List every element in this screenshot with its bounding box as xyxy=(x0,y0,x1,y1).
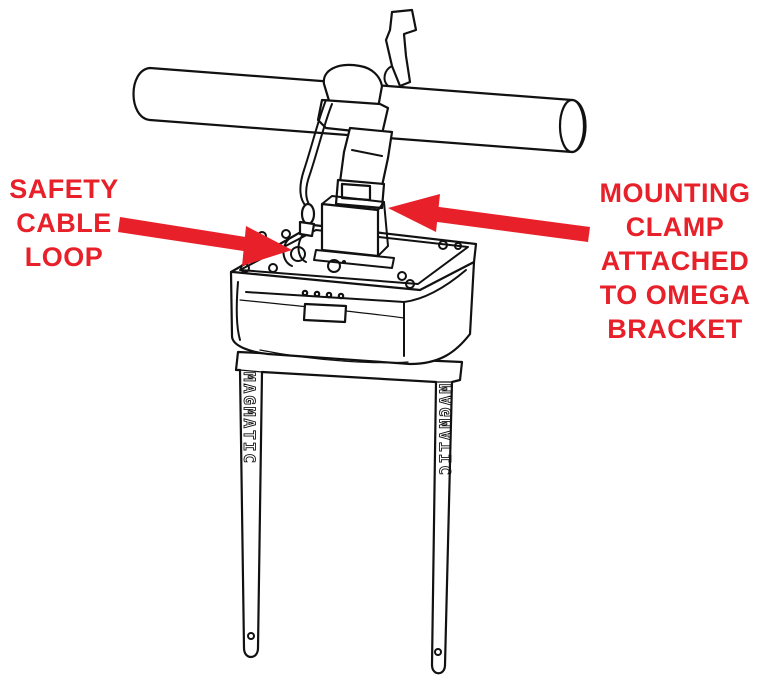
bracket-engraving-right: MAGMATIC xyxy=(436,384,455,477)
label-line: BRACKET xyxy=(607,314,743,344)
arrow-safety-cable xyxy=(118,217,292,266)
safety-cable xyxy=(282,99,333,267)
label-line: CLAMP xyxy=(625,212,725,242)
label-line: TO OMEGA xyxy=(599,280,751,310)
label-line: SAFETY xyxy=(9,174,119,204)
safety-cable-loop-label: SAFETY CABLE LOOP xyxy=(4,172,124,274)
mounting-clamp xyxy=(313,8,418,269)
omega-bracket: MAGMATIC MAGMATIC xyxy=(234,350,464,675)
label-line: CABLE xyxy=(16,208,112,238)
bracket-engraving-left: MAGMATIC xyxy=(240,372,259,465)
label-line: ATTACHED xyxy=(600,246,750,276)
label-line: LOOP xyxy=(24,242,104,272)
label-line: MOUNTING xyxy=(599,178,751,208)
arrow-mounting-clamp xyxy=(388,194,590,242)
mounting-clamp-label: MOUNTING CLAMP ATTACHED TO OMEGA BRACKET xyxy=(584,176,766,346)
